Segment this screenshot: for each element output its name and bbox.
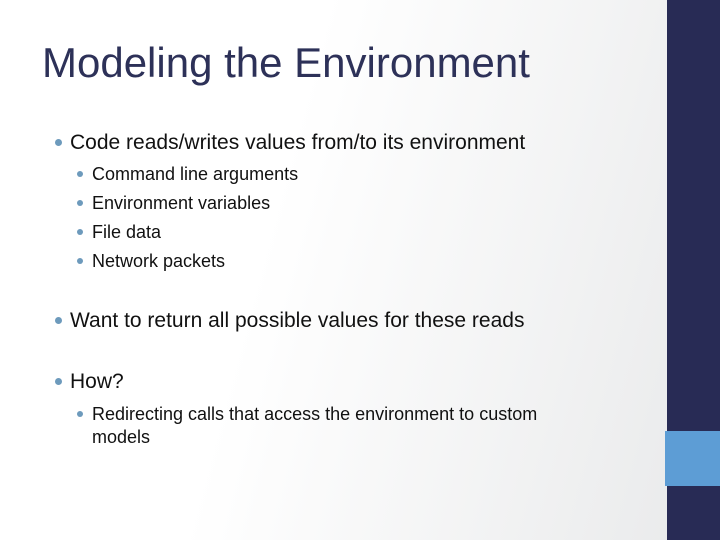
bullet-item: Want to return all possible values for t…: [42, 308, 650, 334]
bullet-dot-icon: [77, 200, 83, 206]
sub-bullet-item: Network packets: [42, 247, 650, 276]
bullet-group-environment-reads: Code reads/writes values from/to its env…: [42, 130, 650, 276]
sub-bullet-text: Network packets: [92, 251, 226, 271]
bullet-text: Want to return all possible values for t…: [70, 309, 525, 332]
bullet-group-return-values: Want to return all possible values for t…: [42, 308, 650, 334]
bullet-item: How?: [42, 369, 650, 395]
sub-bullet-item: File data: [42, 218, 650, 247]
bullet-text: How?: [70, 370, 124, 393]
sub-bullet-item: Environment variables: [42, 189, 650, 218]
sub-bullet-text: Redirecting calls that access the enviro…: [92, 404, 538, 447]
bullet-item: Code reads/writes values from/to its env…: [42, 130, 650, 156]
slide-title: Modeling the Environment: [42, 39, 530, 86]
bullet-dot-icon: [77, 171, 83, 177]
bullet-dot-icon: [77, 258, 83, 264]
sub-bullet-item: Redirecting calls that access the enviro…: [42, 403, 650, 449]
sub-bullet-text: File data: [92, 222, 162, 242]
bullet-dot-icon: [55, 378, 62, 385]
sub-bullet-item: Command line arguments: [42, 160, 650, 189]
bullet-dot-icon: [55, 317, 62, 324]
bullet-dot-icon: [55, 139, 62, 146]
sub-bullet-text: Environment variables: [92, 193, 271, 213]
bullet-text: Code reads/writes values from/to its env…: [70, 131, 526, 154]
sub-bullet-text: Command line arguments: [92, 164, 299, 184]
bullet-dot-icon: [77, 229, 83, 235]
bullet-dot-icon: [77, 411, 83, 417]
sub-bullet-list: Command line arguments Environment varia…: [42, 160, 650, 276]
accent-square: [665, 431, 720, 486]
bullet-group-how: How? Redirecting calls that access the e…: [42, 369, 650, 449]
